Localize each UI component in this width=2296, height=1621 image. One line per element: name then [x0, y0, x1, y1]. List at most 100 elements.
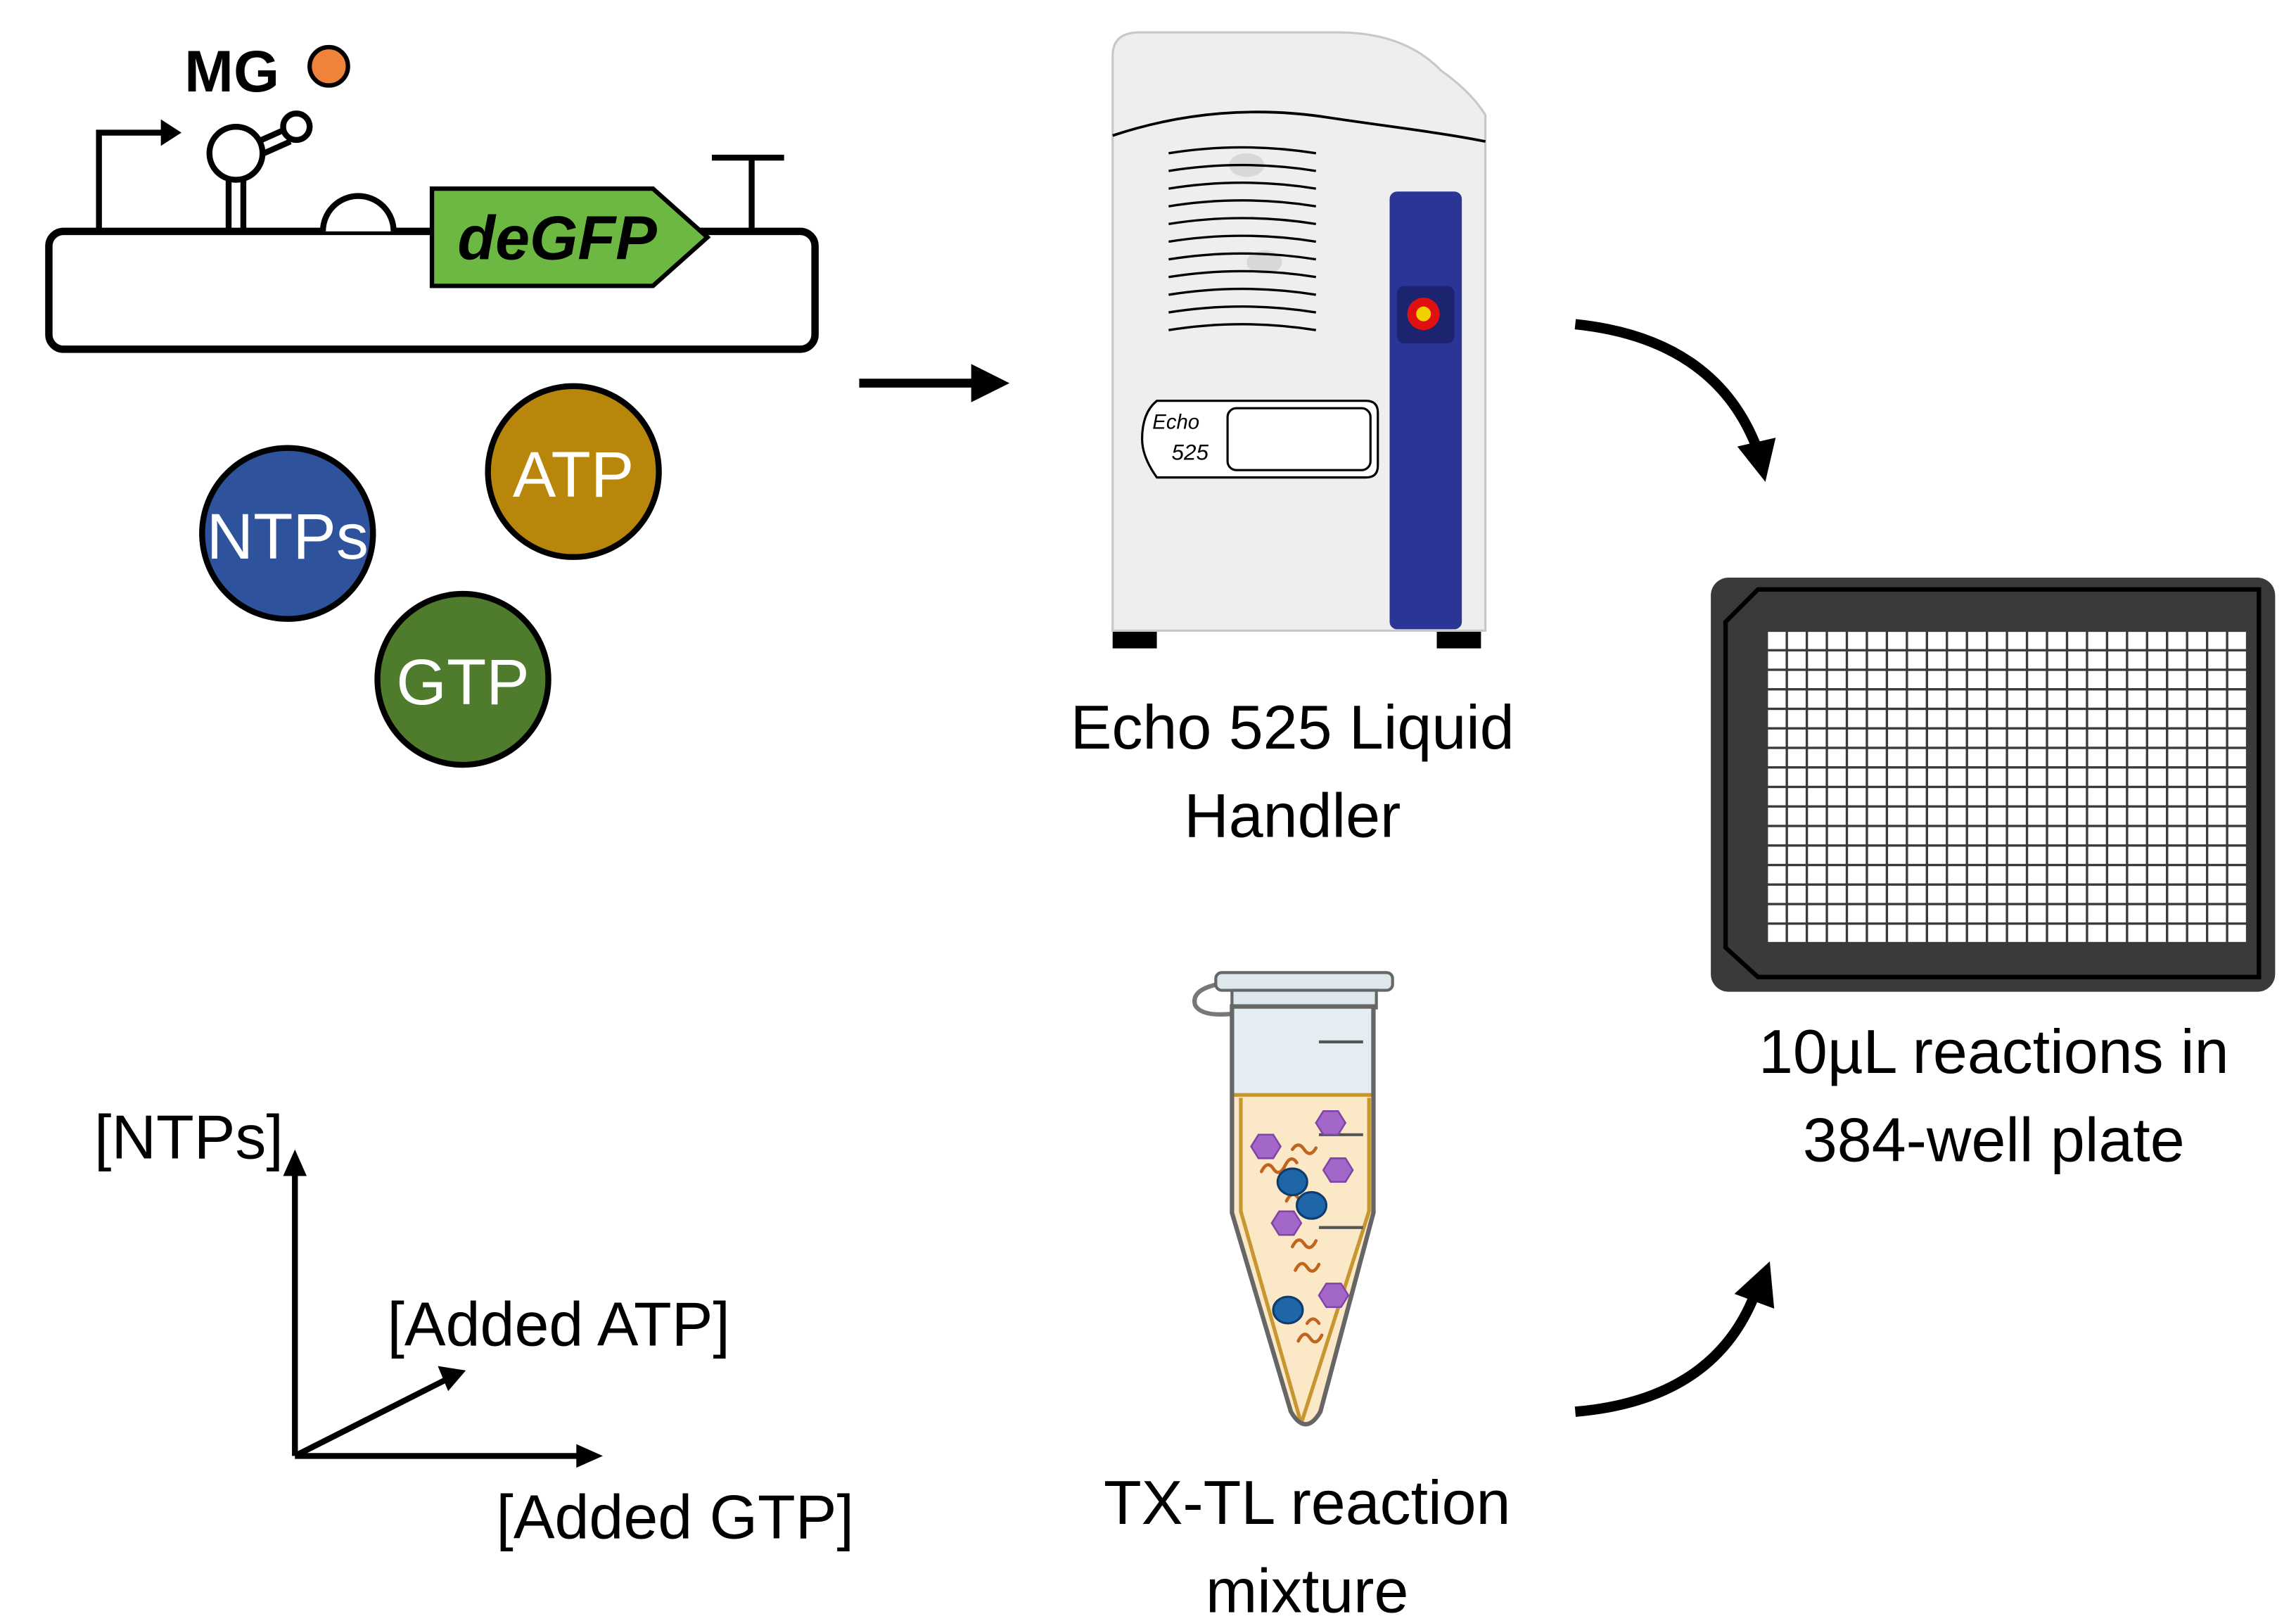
plate-well	[1868, 807, 1886, 825]
plate-well	[1988, 885, 2006, 903]
plate-well	[1868, 670, 1886, 689]
plate-well	[1808, 924, 1826, 942]
plate-well	[1948, 905, 1966, 923]
plate-well	[2028, 670, 2046, 689]
reagent-ntps-label: NTPs	[207, 500, 369, 573]
plate-well	[2108, 885, 2126, 903]
plate-well	[2028, 885, 2046, 903]
plate-well	[1908, 710, 1926, 727]
plate-well	[2008, 729, 2026, 747]
plate-well	[1948, 827, 1966, 845]
plate-well	[2048, 651, 2066, 669]
plate-well	[2008, 710, 2026, 727]
plate-well	[1888, 710, 1906, 727]
tube-proteins	[1250, 1110, 1354, 1309]
plate-well	[2208, 749, 2226, 767]
plate-well	[1948, 670, 1966, 689]
plate-well	[2208, 670, 2226, 689]
plate-well	[1768, 690, 1786, 708]
plate-well	[2008, 749, 2026, 767]
plate-well	[2088, 807, 2106, 825]
plate-well	[2168, 866, 2186, 884]
plate-well	[2148, 768, 2167, 786]
plate-well	[2208, 788, 2226, 806]
plate-well	[1868, 632, 1886, 649]
plate-well	[1768, 866, 1786, 884]
plate-well	[2108, 905, 2126, 923]
plate-well	[1768, 768, 1786, 786]
plate-well	[1927, 885, 1946, 903]
plate-well	[1868, 924, 1886, 942]
plate-well	[2168, 788, 2186, 806]
plate-well	[1848, 885, 1866, 903]
plate-well	[2168, 670, 2186, 689]
plate-well	[2108, 710, 2126, 727]
axis-x-label: [Added GTP]	[496, 1482, 854, 1552]
plate-well	[1908, 846, 1926, 864]
plate-well	[2188, 905, 2206, 923]
plate-well	[1808, 768, 1826, 786]
plate-well	[1808, 807, 1826, 825]
plate-well	[1927, 729, 1946, 747]
reagent-gtp-label: GTP	[396, 646, 529, 718]
plate-well	[2228, 749, 2246, 767]
plate-well	[1848, 924, 1866, 942]
plate-well	[2048, 788, 2066, 806]
plate-well	[2228, 846, 2246, 864]
arrow-to-machine	[859, 364, 1010, 402]
plate-well	[1967, 885, 1986, 903]
plate-well	[2108, 866, 2126, 884]
plate-well	[1948, 846, 1966, 864]
plate-well	[2108, 651, 2126, 669]
plate-well	[1868, 729, 1886, 747]
plate-well	[1948, 807, 1966, 825]
plate-well	[1787, 788, 1806, 806]
plate-well	[2228, 788, 2246, 806]
plate-well	[1787, 670, 1806, 689]
plate-well	[1768, 749, 1786, 767]
plate-well	[2148, 749, 2167, 767]
plate-well	[1768, 729, 1786, 747]
plate-well	[1948, 749, 1966, 767]
plate-well	[1787, 749, 1806, 767]
plate-well	[1768, 710, 1786, 727]
plate-well	[2228, 866, 2246, 884]
axis-y-arrowhead	[283, 1149, 307, 1176]
plate-well	[1927, 768, 1946, 786]
plate-well	[1848, 632, 1866, 649]
plate-well	[2108, 807, 2126, 825]
plate-well	[2168, 885, 2186, 903]
plate-well	[2128, 749, 2146, 767]
plate-well	[2208, 827, 2226, 845]
plate-well	[1828, 905, 1846, 923]
plate-well	[2088, 729, 2106, 747]
plate-well	[1888, 866, 1906, 884]
plate-well	[2008, 651, 2026, 669]
axis-diagonal	[293, 1376, 448, 1459]
plate-well	[1768, 924, 1786, 942]
plate-well	[1787, 846, 1806, 864]
plate-well	[2028, 749, 2046, 767]
plate-well	[1927, 651, 1946, 669]
plate-well	[1787, 632, 1806, 649]
plate-well	[1848, 827, 1866, 845]
plate-well	[1787, 905, 1806, 923]
plate-well	[2228, 827, 2246, 845]
plate-well	[2148, 866, 2167, 884]
plate-well	[2068, 690, 2086, 708]
plate-well	[2168, 768, 2186, 786]
machine-caption-line1: Echo 525 Liquid	[1071, 692, 1514, 762]
plate-well	[2188, 710, 2206, 727]
plate-well	[1808, 866, 1826, 884]
plate-well	[2208, 690, 2226, 708]
plate-well	[1768, 885, 1786, 903]
plate-well	[1848, 866, 1866, 884]
plate-well	[1888, 846, 1906, 864]
plate-well	[2048, 632, 2066, 649]
plate-well	[2208, 632, 2226, 649]
plate-well	[1848, 768, 1866, 786]
plate-well	[1828, 632, 1846, 649]
plate-well	[2188, 632, 2206, 649]
plate-well	[2068, 670, 2086, 689]
tube-hinge	[1192, 982, 1232, 1017]
